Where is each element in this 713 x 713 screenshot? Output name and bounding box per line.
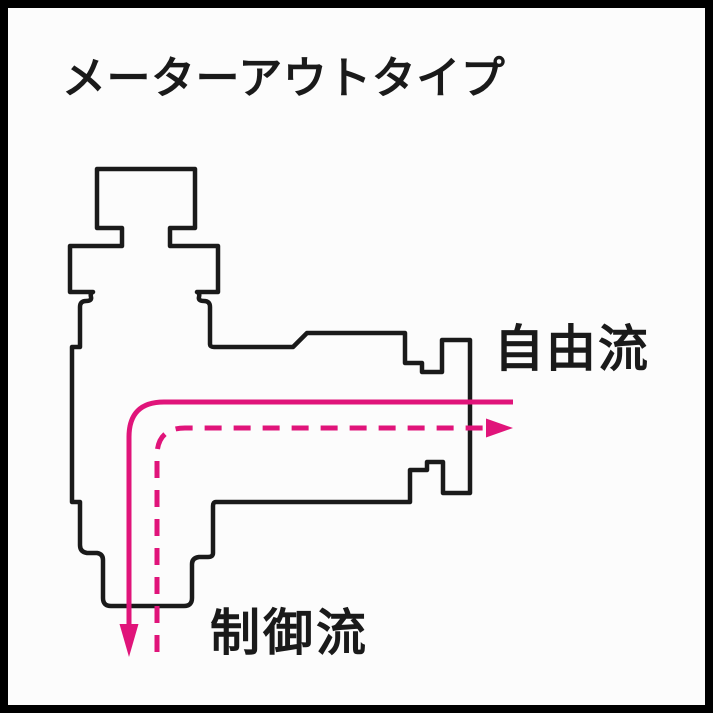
controlled-flow-label: 制御流 [210,605,369,661]
solid-flow-line [126,399,513,626]
down-arrowhead-icon [119,624,139,657]
free-flow-label: 自由流 [494,321,650,377]
diagram-title: メーターアウトタイプ [62,54,506,103]
dashed-flow-line [154,425,487,652]
valve-outline [67,166,473,609]
right-arrowhead-icon [486,418,513,438]
